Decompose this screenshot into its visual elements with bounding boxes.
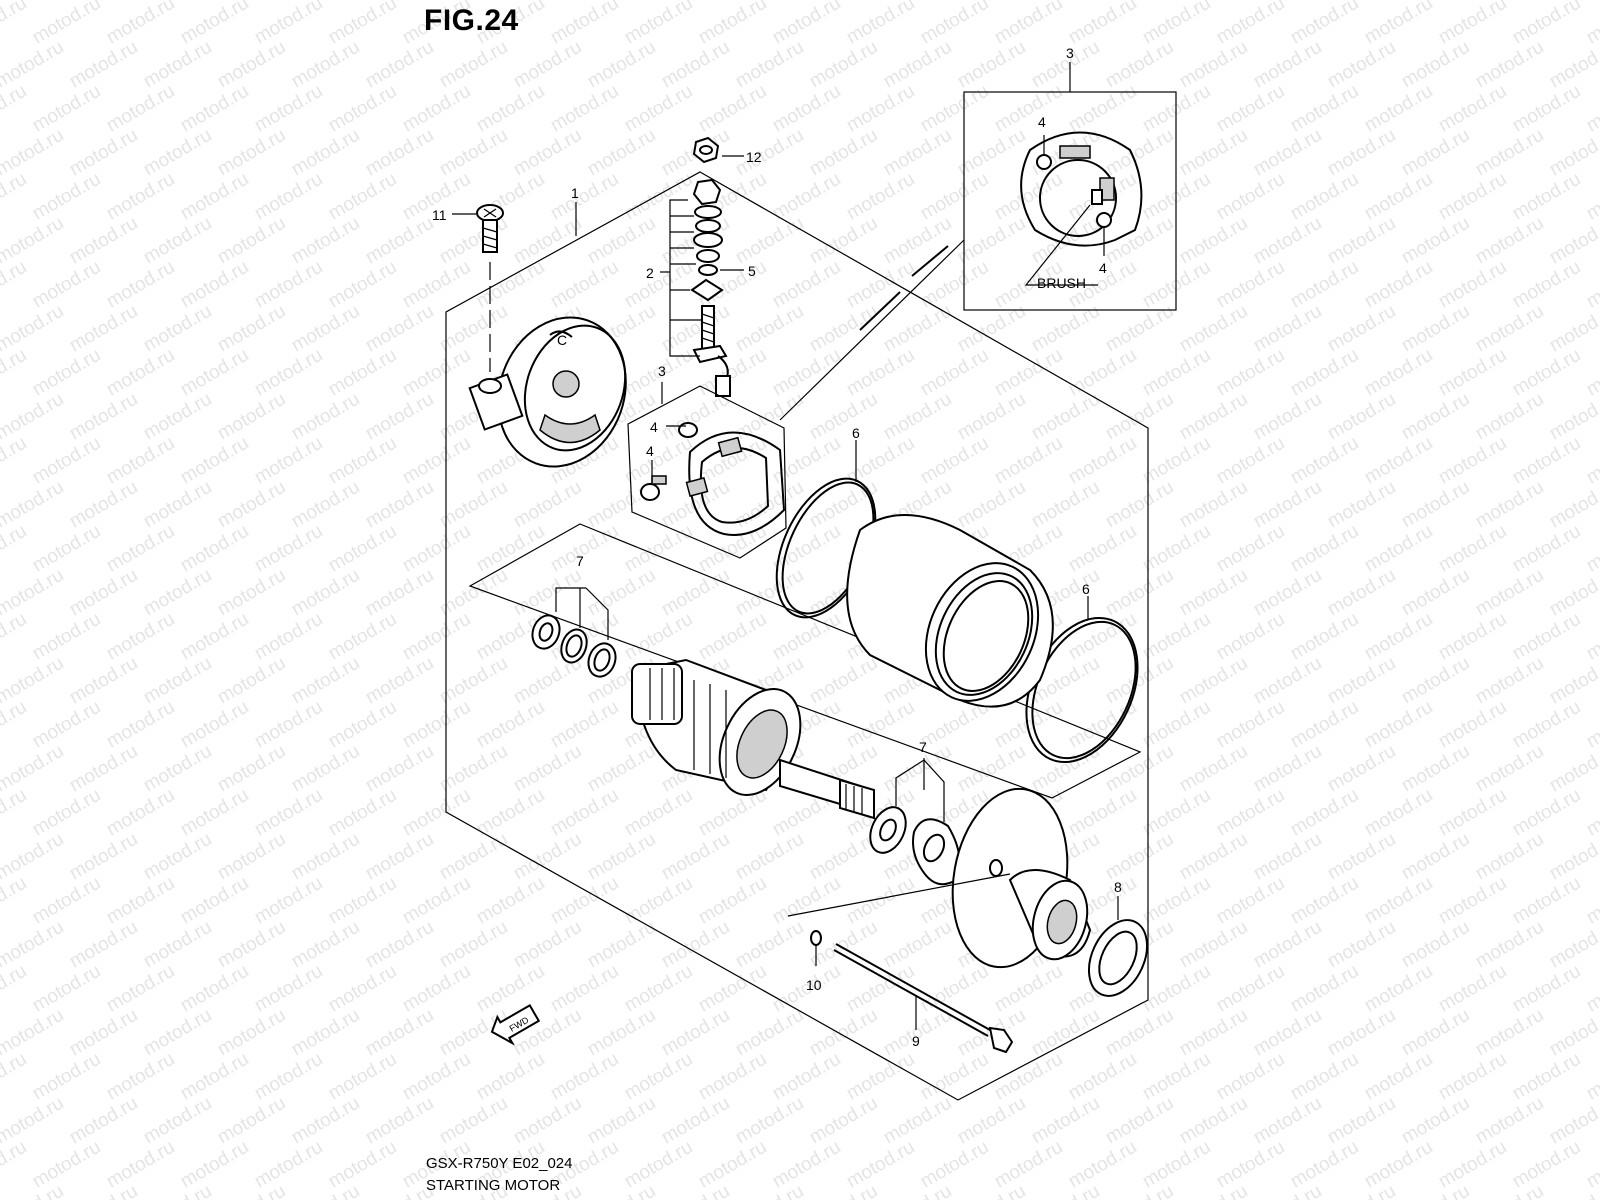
washers-part-7-upper [531, 587, 617, 678]
figure-title: FIG.24 [424, 4, 519, 37]
inset-leader-bold-2 [859, 291, 901, 331]
svg-text:C: C [557, 332, 567, 348]
inset-leader [779, 239, 965, 421]
callout-12: 12 [746, 149, 762, 165]
armature [631, 658, 875, 820]
callout-6-lower: 6 [1082, 581, 1090, 597]
callout-5: 5 [748, 263, 756, 279]
callout-11: 11 [432, 207, 447, 223]
o-ring-part-10 [787, 873, 1011, 966]
figure-name: STARTING MOTOR [426, 1177, 561, 1194]
yoke-housing [846, 514, 1054, 708]
fwd-arrow: FWD [490, 1003, 541, 1046]
callout-1: 1 [571, 185, 579, 201]
front-cover [951, 787, 1092, 969]
brush-label: BRUSH [1037, 275, 1086, 291]
washers-part-7-lower [869, 758, 961, 886]
callout-8: 8 [1114, 879, 1122, 895]
inset-leader-bold [911, 245, 949, 277]
nut-part-12 [692, 136, 720, 164]
brush-holder-part-3 [627, 385, 787, 559]
bolt-part-11 [476, 204, 504, 372]
callout-2: 2 [646, 265, 654, 281]
callout-7-upper: 7 [576, 553, 584, 569]
callout-7-lower: 7 [919, 739, 927, 755]
callout-4-a: 4 [650, 419, 658, 435]
terminal-kit-part-2 [660, 178, 744, 397]
callout-3-inset: 3 [1066, 45, 1074, 61]
long-bolt-part-9 [833, 943, 1014, 1054]
callout-4-inset-top: 4 [1038, 114, 1046, 130]
callout-4-b: 4 [646, 443, 654, 459]
callout-4-inset-bottom: 4 [1099, 260, 1107, 276]
seal-part-8 [1087, 919, 1149, 997]
callout-9: 9 [912, 1033, 920, 1049]
callout-6-upper: 6 [852, 425, 860, 441]
callout-10: 10 [806, 977, 822, 993]
callout-3-main: 3 [658, 363, 666, 379]
model-code: GSX-R750Y E02_024 [426, 1155, 573, 1172]
rear-cover-part-1: C [468, 316, 627, 468]
brush-holder-inset [963, 62, 1177, 311]
assembly-outline [445, 171, 1149, 1101]
